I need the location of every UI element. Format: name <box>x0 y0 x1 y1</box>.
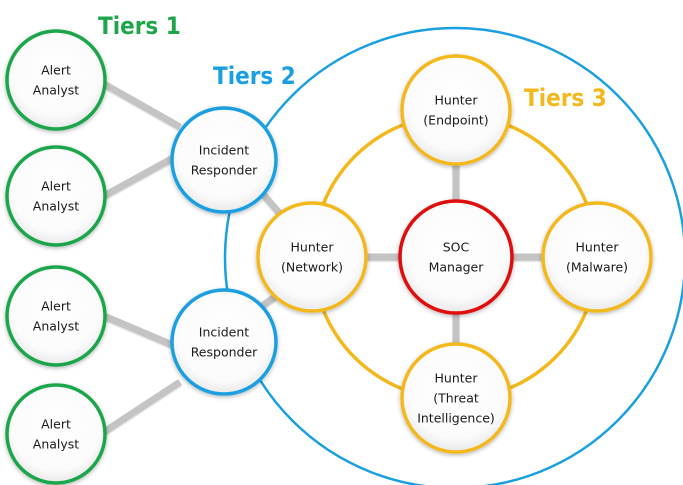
hunter-network-node: Hunter (Network) <box>256 201 368 313</box>
node-circle <box>170 106 278 214</box>
node-label-line: Responder <box>191 163 258 178</box>
node-label-line: (Threat <box>433 391 479 406</box>
node-label-line: Incident <box>199 143 250 158</box>
node-label-line: Responder <box>191 345 258 360</box>
node-circle <box>5 265 107 367</box>
node-circle <box>400 342 512 454</box>
node-label-line: Analyst <box>33 199 80 214</box>
connectors <box>102 80 543 435</box>
node-label-line: Hunter <box>435 371 479 386</box>
connector-analyst4-responder2 <box>102 379 182 435</box>
connector-analyst1-responder1 <box>102 80 182 131</box>
node-label-line: Incident <box>199 325 250 340</box>
node-label-line: (Malware) <box>566 260 628 275</box>
node-label-line: Intelligence) <box>417 411 495 426</box>
node-circle <box>398 199 514 315</box>
node-label-line: (Network) <box>281 260 343 275</box>
connector-analyst2-responder1 <box>102 153 177 200</box>
node-circle <box>400 54 512 166</box>
node-label-line: (Endpoint) <box>423 113 488 128</box>
tier3-label: Tiers 3 <box>524 84 607 112</box>
hunter-malware-node: Hunter (Malware) <box>541 201 653 313</box>
node-label-line: Alert <box>41 179 71 194</box>
node-circle <box>541 201 653 313</box>
node-label-line: Manager <box>429 260 485 275</box>
node-label-line: Hunter <box>291 240 335 255</box>
node-circle <box>5 383 107 485</box>
hunter-endpoint-node: Hunter (Endpoint) <box>400 54 512 166</box>
connector-responder1-network <box>259 190 285 219</box>
node-label-line: Analyst <box>33 319 80 334</box>
node-label-line: Alert <box>41 417 71 432</box>
tier1-label: Tiers 1 <box>98 12 181 40</box>
soc-manager-node: SOC Manager <box>398 199 514 315</box>
node-circle <box>256 201 368 313</box>
node-circle <box>5 145 107 247</box>
tier3-boundary-circle <box>223 26 683 485</box>
node-label-line: Analyst <box>33 437 80 452</box>
connector-analyst3-responder2 <box>102 312 177 350</box>
node-label-line: Analyst <box>33 83 80 98</box>
node-circle <box>170 288 278 396</box>
node-label-line: SOC <box>443 240 470 255</box>
node-circle <box>5 29 107 131</box>
node-label-line: Alert <box>41 299 71 314</box>
node-label-line: Hunter <box>576 240 620 255</box>
tier2-label: Tiers 2 <box>213 62 296 90</box>
node-label-line: Alert <box>41 63 71 78</box>
node-label-line: Hunter <box>435 93 479 108</box>
